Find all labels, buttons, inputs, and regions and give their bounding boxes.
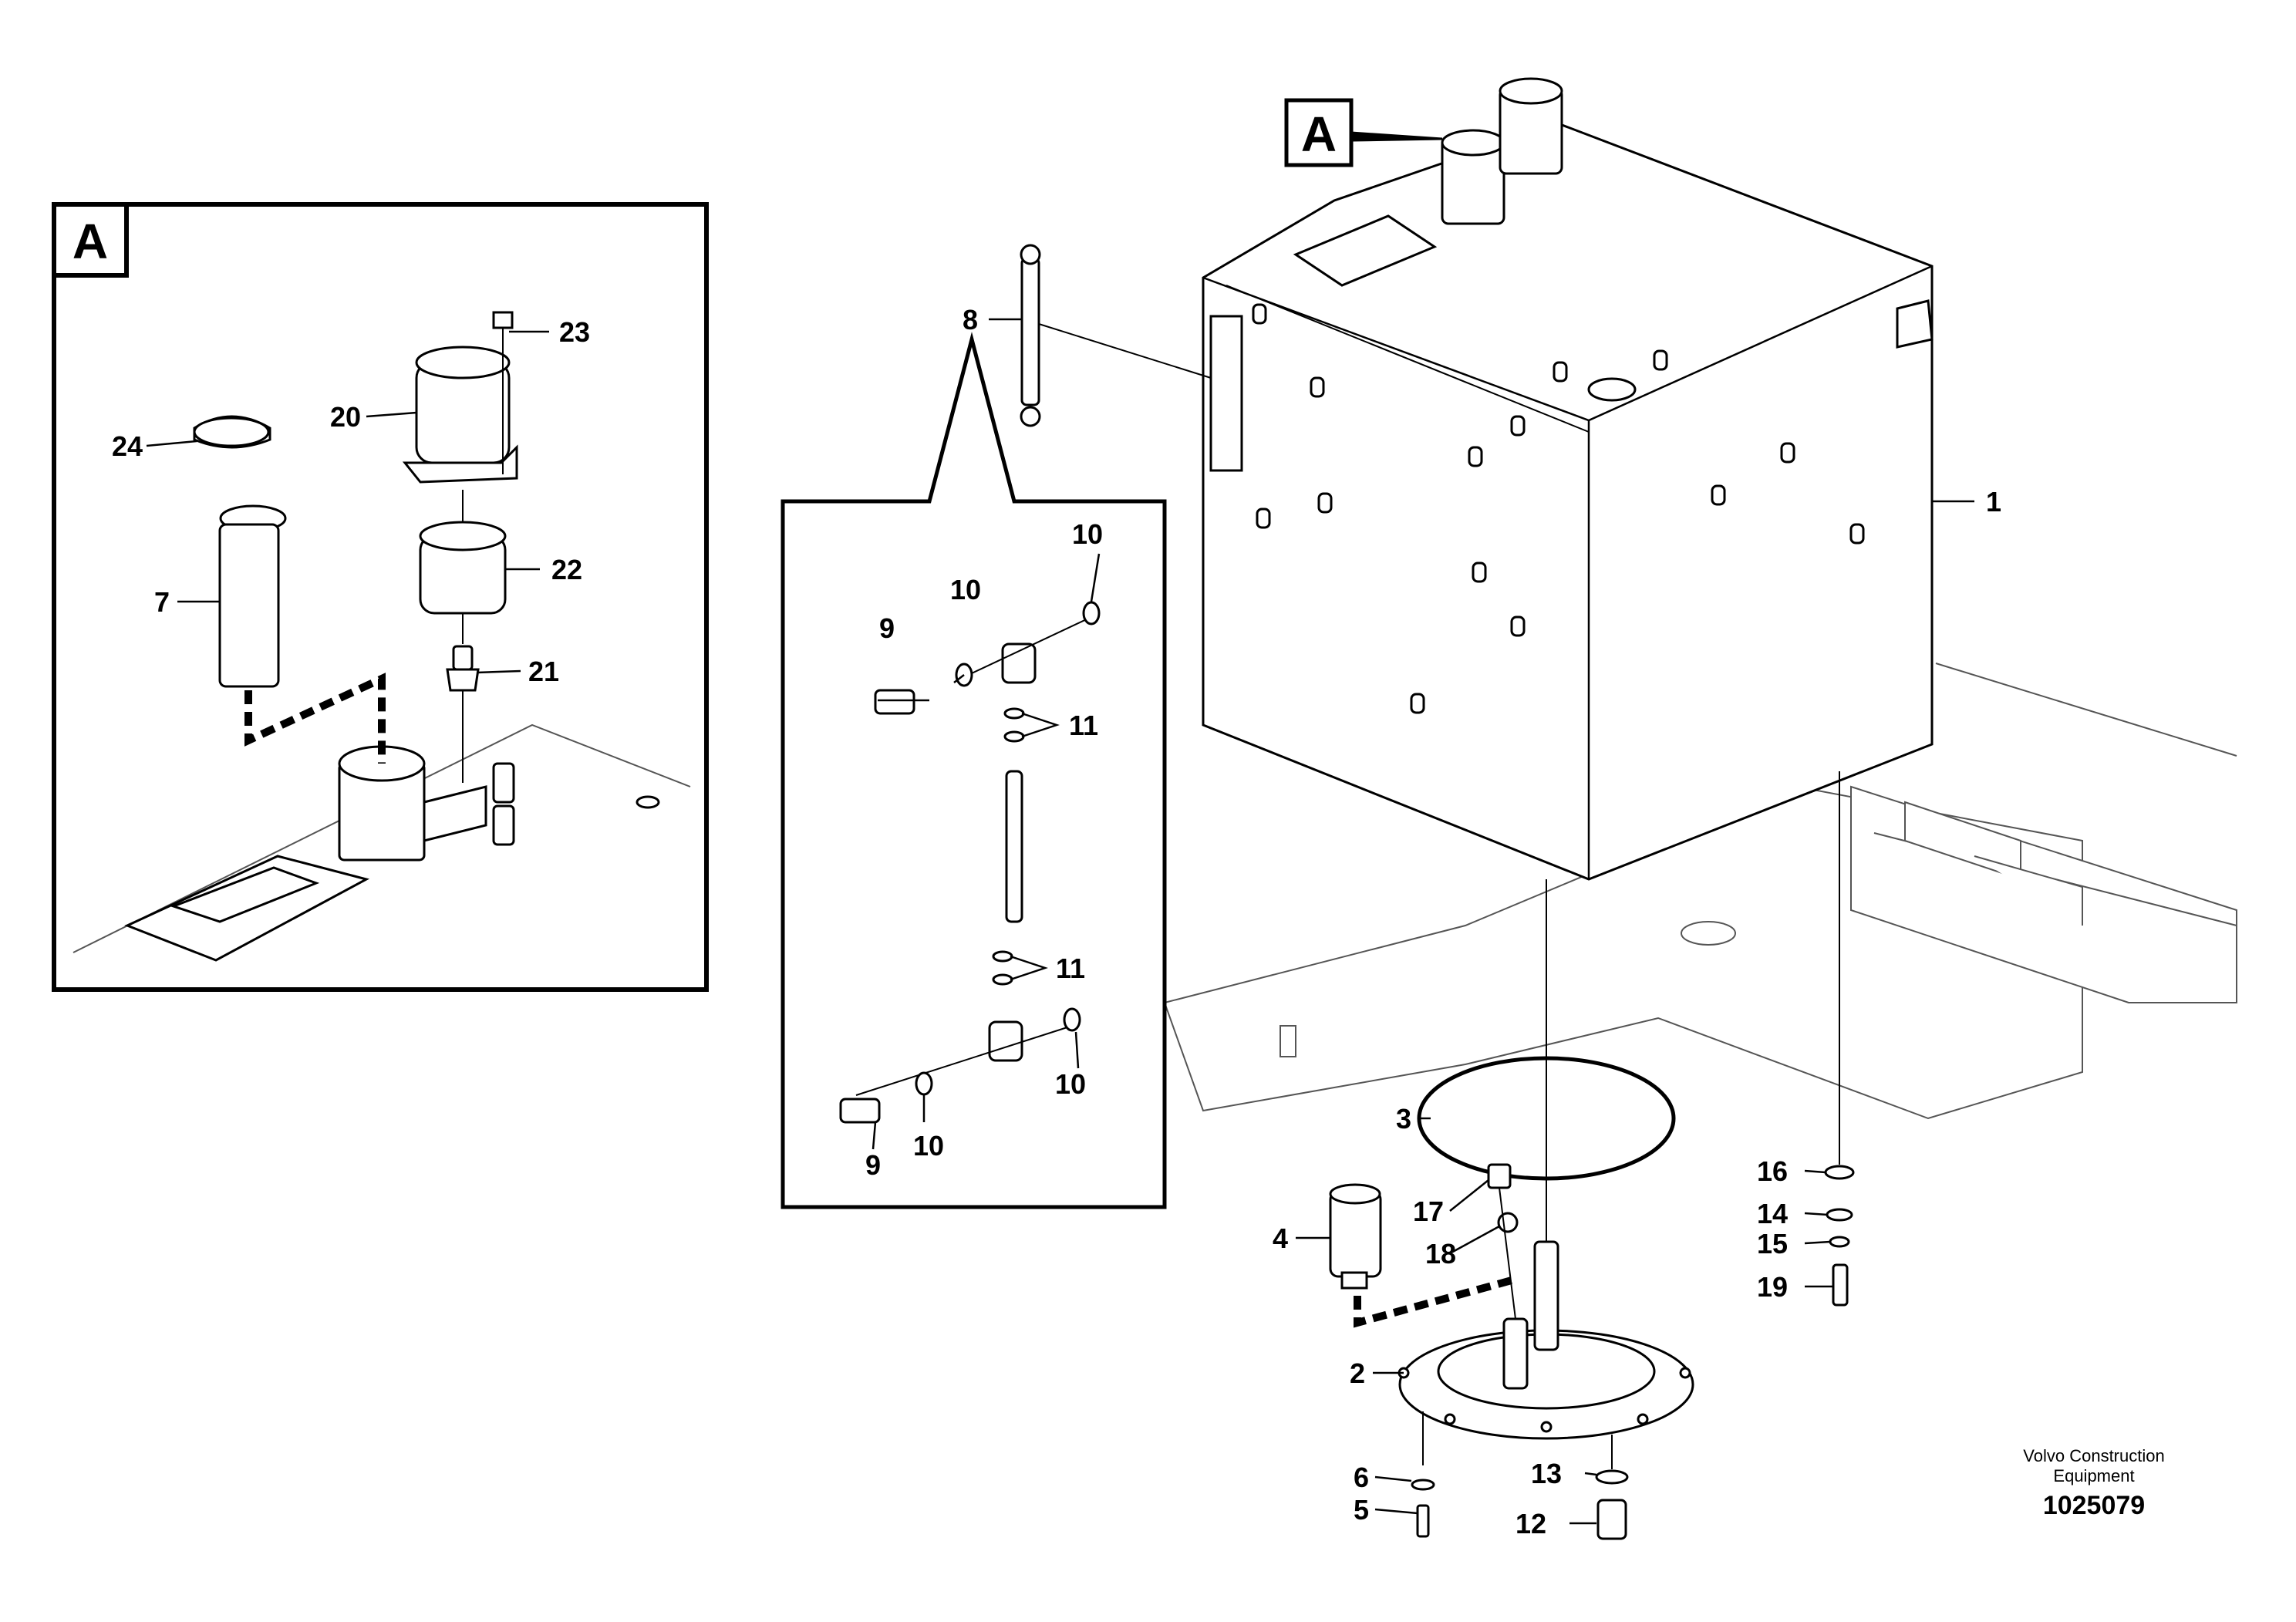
callout-14: 14 — [1757, 1198, 1788, 1229]
tank-top-filter — [1441, 77, 1563, 225]
credit-line-2: Equipment — [2053, 1466, 2135, 1485]
bolt-stack — [1824, 1165, 1855, 1307]
callout-3: 3 — [1396, 1103, 1411, 1135]
bracket-detail-box — [781, 332, 1167, 1209]
callout-7: 7 — [154, 586, 170, 618]
callout-15: 15 — [1757, 1228, 1788, 1259]
level-indicator — [1020, 244, 1041, 427]
callout-9-lower: 9 — [865, 1149, 881, 1181]
bolt-5-6 — [1411, 1411, 1435, 1538]
illustration-number: 1025079 — [2042, 1491, 2146, 1520]
drain-plug — [1595, 1435, 1629, 1540]
publisher-credit: Volvo Construction Equipment 1025079 — [2005, 1446, 2183, 1521]
callout-24: 24 — [112, 430, 143, 462]
callout-9-upper: 9 — [879, 612, 895, 644]
callout-6: 6 — [1354, 1462, 1369, 1493]
callout-16: 16 — [1757, 1155, 1788, 1187]
callout-13: 13 — [1531, 1458, 1562, 1489]
callout-4: 4 — [1273, 1222, 1288, 1254]
callout-1: 1 — [1986, 486, 2001, 518]
callout-2: 2 — [1350, 1357, 1365, 1389]
machine-frame — [1163, 663, 2237, 1120]
detail-view-label: A — [72, 214, 108, 269]
view-marker-a-label: A — [1301, 106, 1337, 162]
callout-23: 23 — [559, 316, 590, 348]
plug — [1487, 1163, 1519, 1320]
callout-10-c: 10 — [1055, 1068, 1086, 1100]
callout-19: 19 — [1757, 1271, 1788, 1303]
callout-11-upper: 11 — [1069, 710, 1098, 741]
callout-21: 21 — [528, 656, 559, 687]
callout-11-lower: 11 — [1056, 953, 1085, 984]
credit-line-1: Volvo Construction — [2023, 1446, 2165, 1465]
leader-lines — [872, 318, 1974, 1525]
callout-10-b: 10 — [950, 574, 981, 605]
breather — [1329, 1183, 1382, 1290]
callout-20: 20 — [330, 401, 361, 433]
callout-12: 12 — [1515, 1508, 1546, 1539]
cover-plate — [1397, 1240, 1694, 1440]
callout-17: 17 — [1413, 1195, 1444, 1227]
callout-22: 22 — [551, 554, 582, 585]
callout-18: 18 — [1425, 1238, 1456, 1270]
tank-fittings — [1252, 303, 1865, 714]
callout-10-a: 10 — [1072, 518, 1103, 550]
callout-5: 5 — [1354, 1494, 1369, 1526]
view-marker-a: A — [1284, 98, 1443, 167]
hydraulic-tank — [1202, 77, 1934, 881]
callout-labels: 1 2 3 4 5 6 7 8 9 9 10 10 10 10 11 11 12… — [112, 304, 2001, 1539]
detail-view-a: A — [52, 202, 709, 992]
callout-8: 8 — [963, 304, 978, 336]
callout-10-d: 10 — [913, 1130, 944, 1162]
